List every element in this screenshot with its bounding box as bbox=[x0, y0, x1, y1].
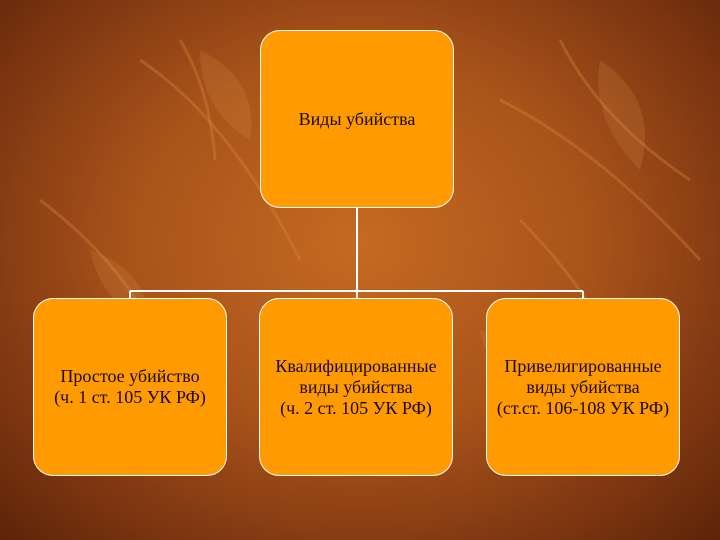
node-qualified-murder-line-2: виды убийства bbox=[299, 376, 413, 397]
node-root-label: Виды убийства bbox=[298, 108, 416, 129]
node-simple-murder: Простое убийство (ч. 1 ст. 105 УК РФ) bbox=[33, 298, 227, 476]
node-privileged-murder-line-1: Привелигированные bbox=[504, 355, 662, 376]
node-qualified-murder-line-1: Квалифицированные bbox=[275, 355, 437, 376]
node-root-types-of-murder: Виды убийства bbox=[260, 30, 454, 208]
node-privileged-murder-line-3: (ст.ст. 106-108 УК РФ) bbox=[496, 397, 670, 418]
node-privileged-murder: Привелигированные виды убийства (ст.ст. … bbox=[486, 298, 680, 476]
node-qualified-murder: Квалифицированные виды убийства (ч. 2 ст… bbox=[259, 298, 453, 476]
node-simple-murder-line-1: Простое убийство bbox=[60, 366, 200, 386]
node-privileged-murder-line-2: виды убийства bbox=[526, 376, 640, 397]
node-simple-murder-line-2: (ч. 1 ст. 105 УК РФ) bbox=[54, 387, 206, 407]
node-qualified-murder-line-3: (ч. 2 ст. 105 УК РФ) bbox=[280, 397, 432, 418]
